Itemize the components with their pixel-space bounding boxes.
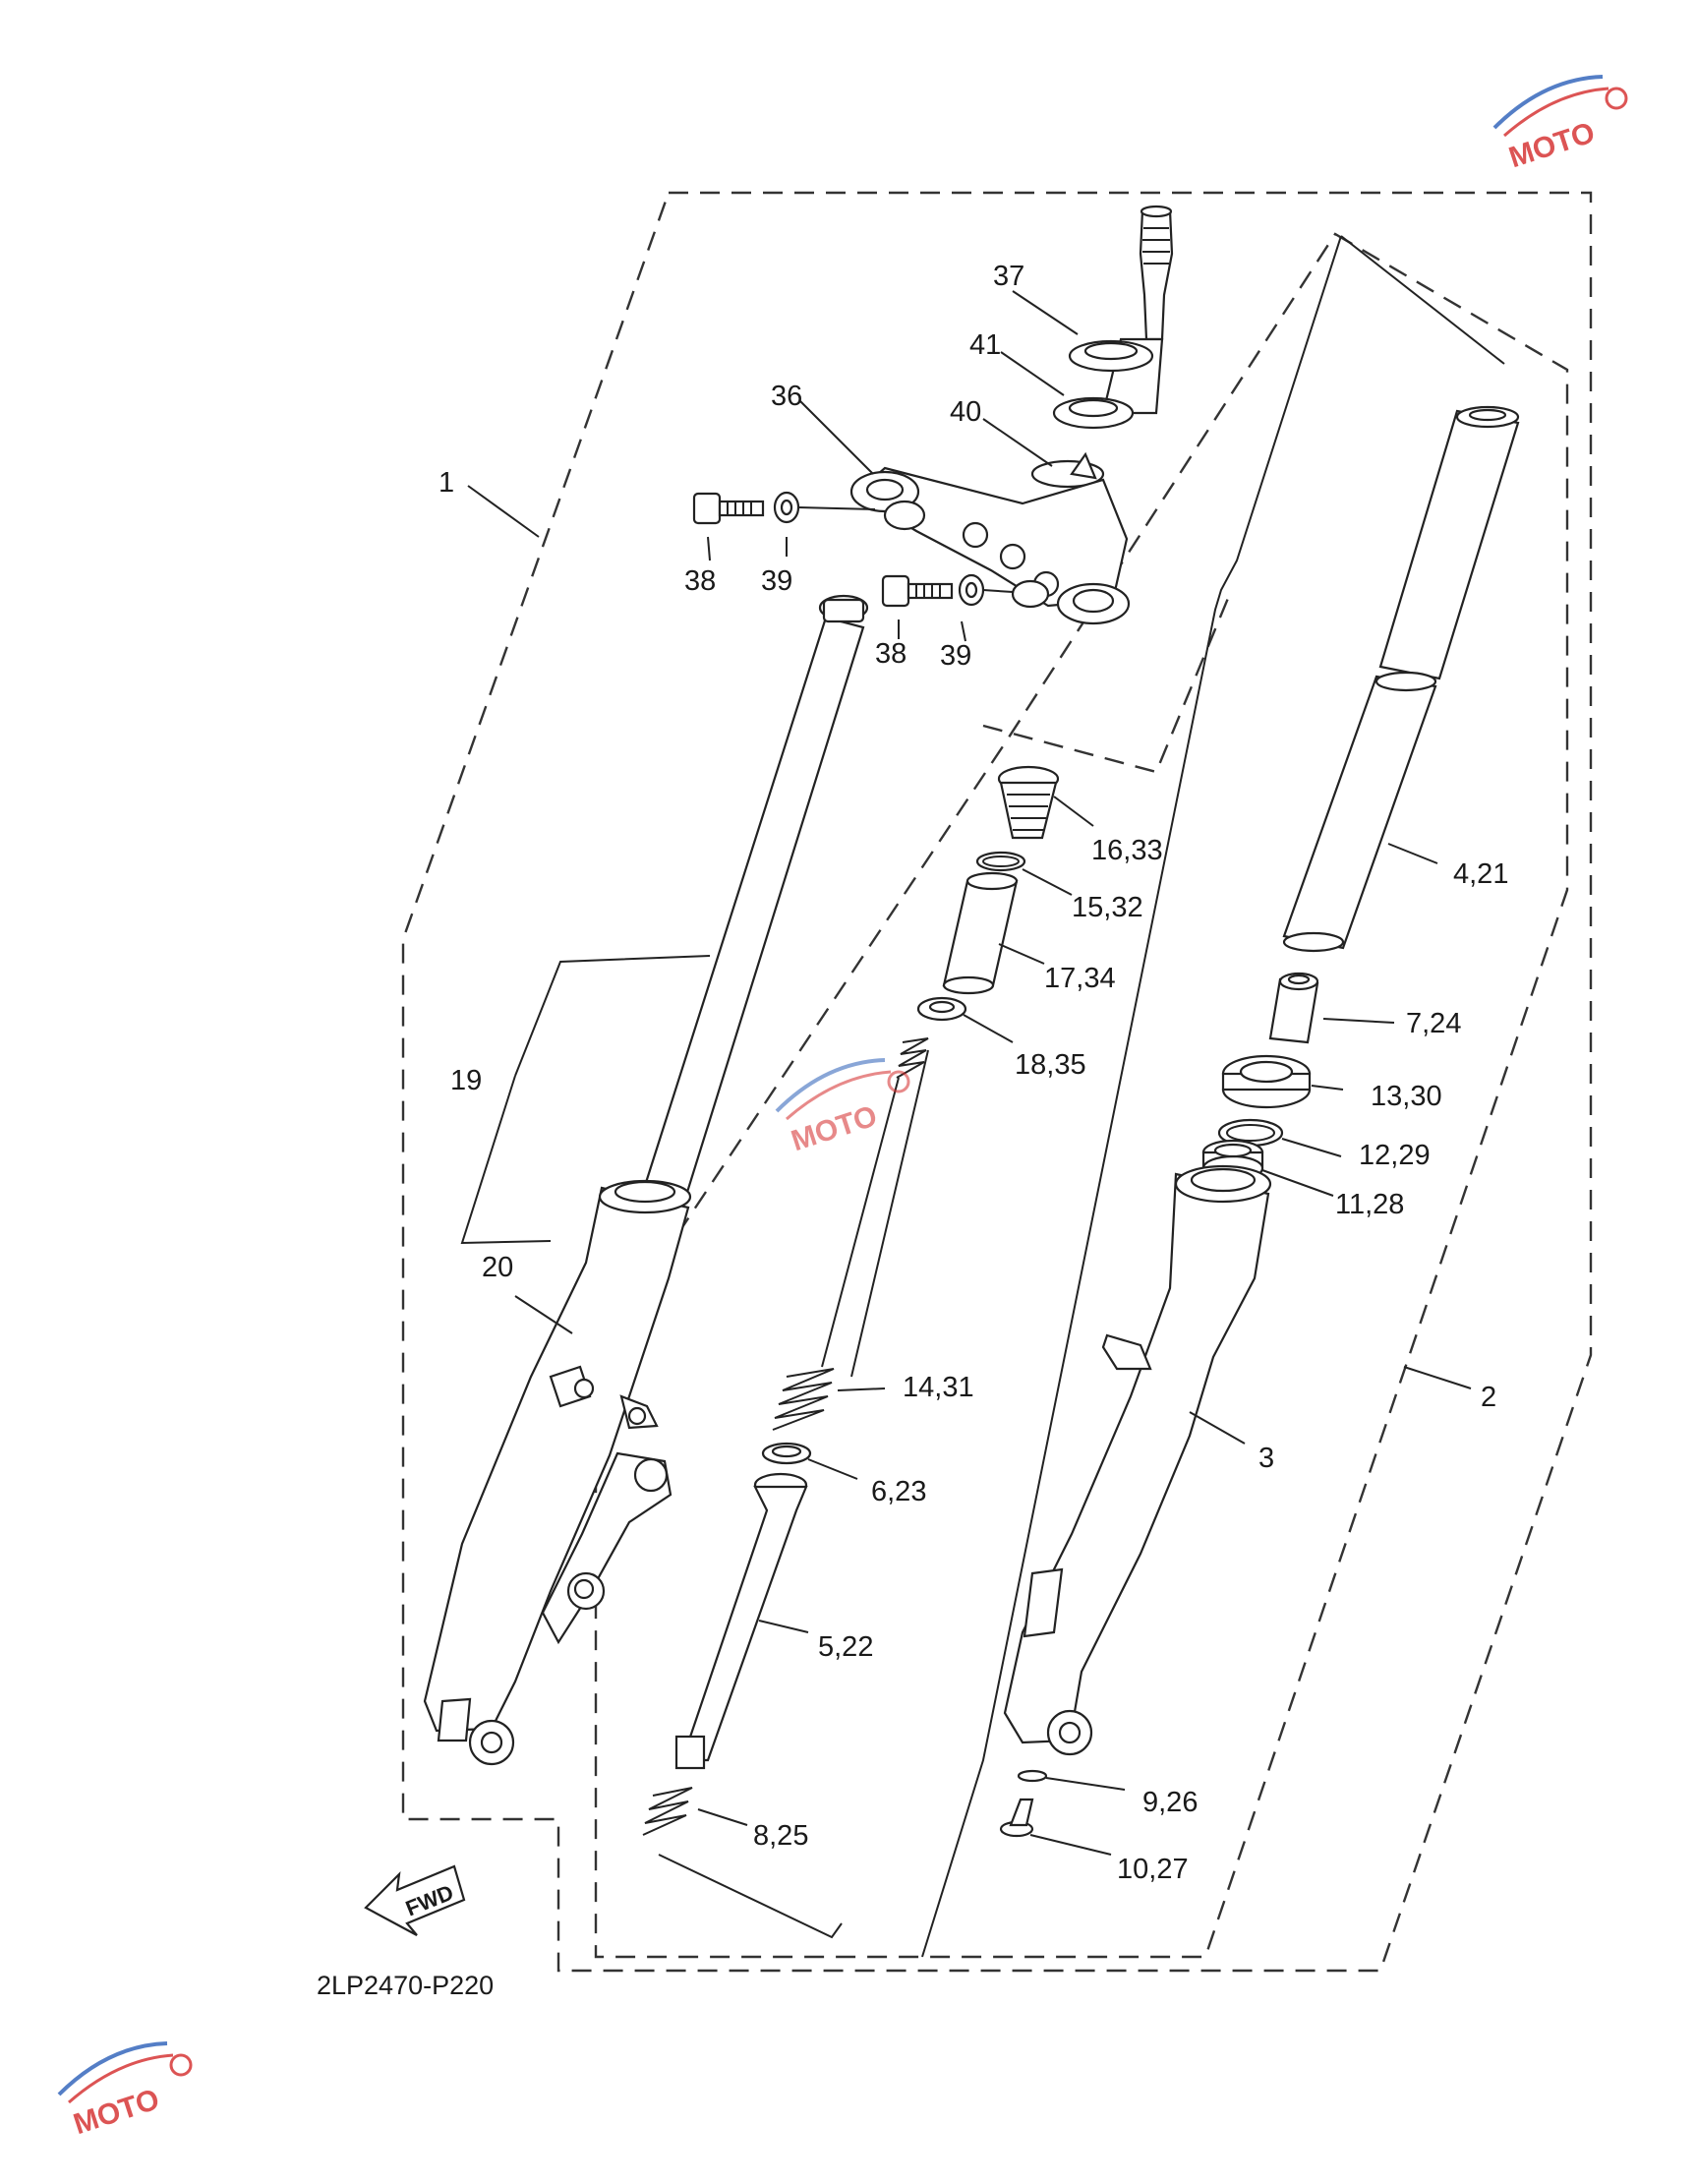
label-2: 2 — [1481, 1382, 1496, 1413]
assembly-1-outline — [401, 191, 1593, 1973]
bearing-37 — [1068, 339, 1154, 373]
washer-18-35 — [916, 996, 967, 1022]
watermark-logo-bottom: MOTO — [57, 2041, 193, 2141]
clamp-collar-upper — [883, 500, 926, 531]
label-10-27: 10,27 — [1117, 1854, 1189, 1885]
damper-rod-5-22 — [674, 1472, 808, 1770]
label-6-23: 6,23 — [871, 1476, 926, 1507]
bolt-38-lower — [881, 574, 954, 608]
label-38-lower: 38 — [875, 638, 906, 670]
dust-seal-13-30 — [1221, 1054, 1312, 1109]
fork-spring — [821, 1037, 929, 1378]
steering-stem — [1101, 205, 1174, 415]
diagram-code: 2LP2470-P220 — [317, 1971, 494, 2000]
label-12-29: 12,29 — [1359, 1140, 1431, 1171]
fwd-arrow: FWD — [364, 1864, 466, 1936]
cap-bolt-16-33 — [997, 765, 1060, 840]
label-8-25: 8,25 — [753, 1820, 808, 1852]
label-20: 20 — [482, 1252, 513, 1283]
label-38-upper: 38 — [684, 565, 716, 597]
clamp-collar-lower — [1011, 579, 1050, 609]
label-41: 41 — [969, 329, 1001, 361]
rebound-spring-14-31 — [772, 1368, 835, 1431]
spacer-17-34 — [942, 871, 1019, 995]
bolt-38-upper — [692, 492, 765, 525]
label-36: 36 — [771, 381, 802, 412]
label-39-lower: 39 — [940, 640, 971, 672]
label-16-33: 16,33 — [1091, 835, 1163, 866]
label-15-32: 15,32 — [1072, 892, 1143, 923]
leader-lines — [460, 235, 1505, 1958]
outer-tube-3 — [1003, 1164, 1272, 1756]
label-4-21: 4,21 — [1453, 858, 1508, 890]
watermark-logo-top: MOTO — [1492, 75, 1628, 174]
label-3: 3 — [1258, 1443, 1274, 1474]
label-13-30: 13,30 — [1371, 1081, 1442, 1112]
label-37: 37 — [993, 261, 1024, 292]
label-18-35: 18,35 — [1015, 1049, 1086, 1081]
under-bracket — [849, 451, 1131, 625]
label-40: 40 — [950, 396, 981, 428]
inner-tube-19 — [641, 594, 869, 1204]
inner-tube-4-21-lower — [1282, 671, 1437, 953]
taper-spindle-8-25 — [642, 1787, 693, 1836]
label-1: 1 — [439, 467, 454, 499]
part-labels: 1 19 20 36 37 41 40 38 39 38 39 16,33 15… — [439, 261, 1508, 1885]
bolt-10-27 — [999, 1798, 1034, 1838]
bearing-41 — [1052, 396, 1135, 430]
collar-7-24 — [1268, 972, 1319, 1044]
washer-9-26 — [1017, 1769, 1048, 1783]
washer-39-lower — [958, 573, 985, 607]
clip-12-29 — [1217, 1118, 1284, 1148]
label-9-26: 9,26 — [1142, 1787, 1198, 1818]
label-11-28: 11,28 — [1335, 1189, 1404, 1220]
label-19: 19 — [450, 1065, 482, 1096]
label-17-34: 17,34 — [1044, 963, 1116, 994]
label-39-upper: 39 — [761, 565, 792, 597]
label-5-22: 5,22 — [818, 1631, 873, 1663]
inner-tube-4-21-upper — [1378, 405, 1520, 680]
label-7-24: 7,24 — [1406, 1008, 1461, 1039]
outer-tube-20 — [423, 1179, 692, 1766]
washer-39-upper — [773, 491, 800, 524]
o-ring-15-32 — [975, 851, 1026, 872]
piston-ring-6-23 — [761, 1442, 812, 1465]
assembly-2-outline — [594, 232, 1569, 1959]
watermark-logo-middle: MOTO — [775, 1058, 910, 1157]
label-14-31: 14,31 — [903, 1372, 974, 1403]
